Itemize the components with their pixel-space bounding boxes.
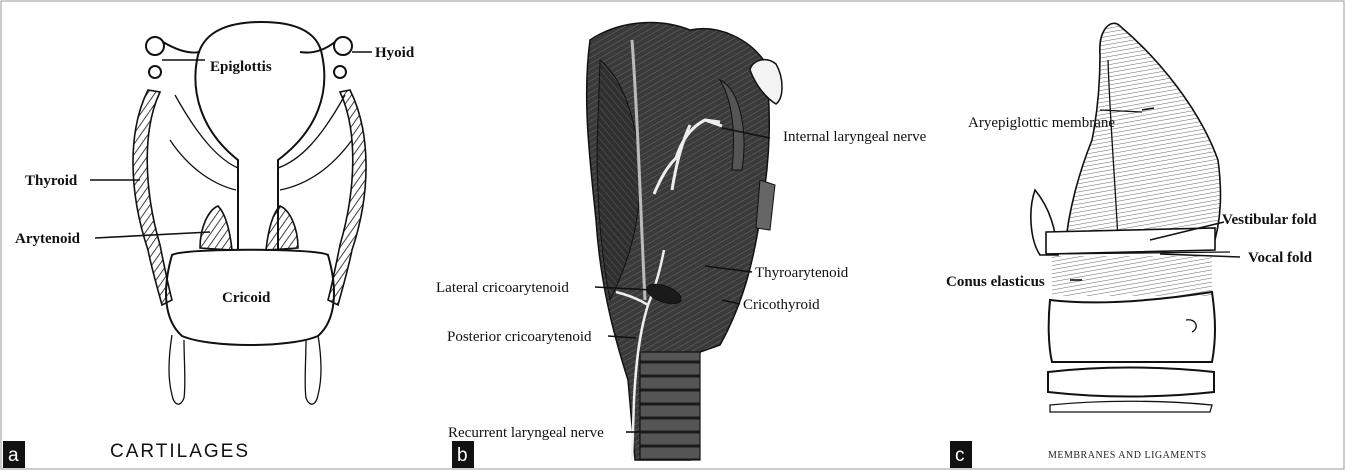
- panel-tag-c: c: [955, 445, 965, 466]
- label-arytenoid: Arytenoid: [15, 231, 81, 247]
- panel-a: Epiglottis Hyoid Thyroid Arytenoid Crico…: [3, 22, 415, 468]
- label-thyroid: Thyroid: [25, 173, 78, 189]
- inferior-horn-left: [169, 335, 185, 404]
- label-internal-laryngeal-nerve: Internal laryngeal nerve: [783, 129, 927, 145]
- panel-c: Aryepiglottic membrane Vestibular fold V…: [946, 23, 1317, 468]
- label-epiglottis: Epiglottis: [210, 59, 272, 75]
- label-vestibular-fold: Vestibular fold: [1222, 212, 1317, 228]
- label-recurrent-laryngeal-nerve: Recurrent laryngeal nerve: [448, 425, 604, 441]
- aryepiglottic-membrane-drawing: [1065, 23, 1220, 250]
- label-lateral-cricoarytenoid: Lateral cricoarytenoid: [436, 280, 569, 296]
- label-cricoid: Cricoid: [222, 290, 271, 306]
- inferior-horn-right: [305, 335, 321, 404]
- label-posterior-cricoarytenoid: Posterior cricoarytenoid: [447, 329, 592, 345]
- vestibular-fold-drawing: [1046, 228, 1215, 254]
- label-cricothyroid: Cricothyroid: [743, 297, 820, 313]
- cricoid-mark: [1186, 320, 1196, 332]
- label-vocal-fold: Vocal fold: [1248, 250, 1313, 266]
- label-aryepiglottic-membrane: Aryepiglottic membrane: [968, 115, 1115, 131]
- label-conus-elasticus: Conus elasticus: [946, 274, 1045, 290]
- caption-membranes-ligaments: MEMBRANES AND LIGAMENTS: [1048, 450, 1207, 461]
- label-thyroarytenoid: Thyroarytenoid: [755, 265, 849, 281]
- panel-tag-b: b: [457, 445, 468, 466]
- thyroid-right-band: [328, 90, 366, 305]
- trachea-ring-2: [1050, 401, 1212, 412]
- thyroid-left-band: [133, 90, 172, 305]
- thyroid-cartilage-outline: [170, 95, 352, 190]
- cricoid-c-drawing: [1049, 292, 1215, 362]
- trachea-drawing: [640, 352, 700, 460]
- conus-elasticus-drawing: [1052, 256, 1212, 296]
- label-hyoid: Hyoid: [375, 45, 415, 61]
- arytenoid-right-drawing: [266, 206, 298, 250]
- caption-cartilages: CARTILAGES: [110, 441, 250, 462]
- arytenoid-left-drawing: [200, 206, 232, 250]
- panel-tag-a: a: [8, 445, 19, 466]
- trachea-ring-1: [1048, 368, 1214, 397]
- panel-b: Internal laryngeal nerve Thyroarytenoid …: [436, 23, 927, 468]
